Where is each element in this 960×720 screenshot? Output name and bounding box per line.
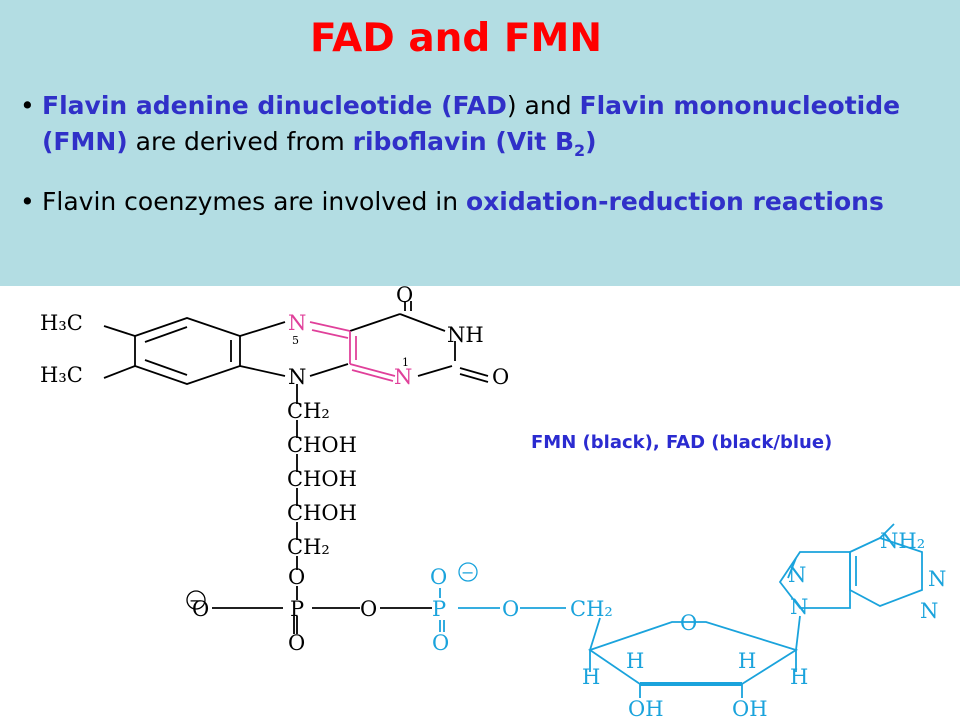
n5-number: 5	[292, 334, 299, 347]
n10-atom: N	[288, 365, 306, 389]
adenine-n1: N	[928, 567, 946, 591]
phosphorus-atom: P	[290, 597, 304, 621]
text-derived: are derived from	[127, 127, 353, 156]
negative-charge-sign: −	[189, 591, 202, 610]
bullet-text: Flavin adenine dinucleotide (FAD) and Fl…	[42, 88, 940, 169]
text-involved: Flavin coenzymes are involved in	[42, 187, 466, 216]
amino-group: NH₂	[880, 529, 925, 553]
legend-caption: FMN (black), FAD (black/blue)	[531, 432, 833, 453]
fmn-bonds	[103, 301, 489, 634]
n1-number: 1	[402, 356, 409, 369]
text-and: ) and	[506, 91, 580, 120]
text-riboflavin: riboflavin (Vit B	[352, 127, 575, 156]
text-fad-name: Flavin adenine dinucleotide (	[42, 91, 453, 120]
ch2-group: CH₂	[287, 535, 330, 559]
h-atom: H	[790, 665, 808, 689]
text-redox: oxidation-reduction reactions	[466, 187, 884, 216]
oxygen-atom: O	[288, 565, 305, 589]
fad-phosphorus-atom: P	[432, 597, 446, 621]
ch2-group: CH₂	[287, 399, 330, 423]
slide-title: FAD and FMN	[310, 16, 602, 61]
text-close-paren: )	[585, 127, 597, 156]
bullet-redox: • Flavin coenzymes are involved in oxida…	[20, 184, 940, 220]
h-atom: H	[582, 665, 600, 689]
oxygen-atom: O	[360, 597, 377, 621]
negative-charge-icon	[186, 590, 206, 610]
hydroxyl-group: OH	[732, 697, 768, 720]
oxygen-atom: O	[492, 365, 509, 389]
fad-structure-diagram: H₃C H₃C	[40, 286, 946, 720]
bullet-dot: •	[20, 187, 35, 216]
adenine-n9: N	[790, 595, 808, 619]
ch2-group: CH₂	[570, 597, 613, 621]
negative-charge-icon	[458, 562, 478, 582]
bullet-dot: •	[20, 91, 35, 120]
flavin-highlight-bonds	[309, 321, 396, 382]
fad-oxygen-atom: O	[430, 565, 447, 589]
text-subscript: 2	[574, 141, 586, 160]
fad-oxygen-atom: O	[432, 631, 449, 655]
n5-atom: N	[288, 311, 306, 335]
methyl-label: H₃C	[40, 311, 83, 335]
text-fad-abbr: FAD	[452, 91, 507, 120]
text-fmn-name: Flavin mononucleotide (FMN)	[42, 91, 901, 156]
adenine-n7: N	[788, 563, 806, 587]
adenine-n3: N	[920, 599, 938, 623]
bullet-flavin-derivation: • Flavin adenine dinucleotide (FAD) and …	[20, 88, 940, 169]
choh-group: CHOH	[287, 501, 357, 525]
choh-group: CHOH	[287, 467, 357, 491]
fad-oxygen-atom: O	[502, 597, 519, 621]
oxygen-atom: O	[396, 286, 413, 307]
h-atom: H	[738, 649, 756, 673]
methyl-label: H₃C	[40, 363, 83, 387]
bullet-text: Flavin coenzymes are involved in oxidati…	[42, 184, 940, 220]
choh-group: CHOH	[287, 433, 357, 457]
header-banner: FAD and FMN • Flavin adenine dinucleotid…	[0, 0, 960, 286]
negative-charge-sign: −	[461, 563, 474, 582]
ribose-oxygen: O	[680, 611, 697, 635]
fad-bonds	[439, 523, 923, 698]
n1-atom: N	[394, 365, 412, 389]
h-atom: H	[626, 649, 644, 673]
oxygen-atom: O	[288, 631, 305, 655]
hydroxyl-group: OH	[628, 697, 664, 720]
nh-group: NH	[447, 323, 484, 347]
